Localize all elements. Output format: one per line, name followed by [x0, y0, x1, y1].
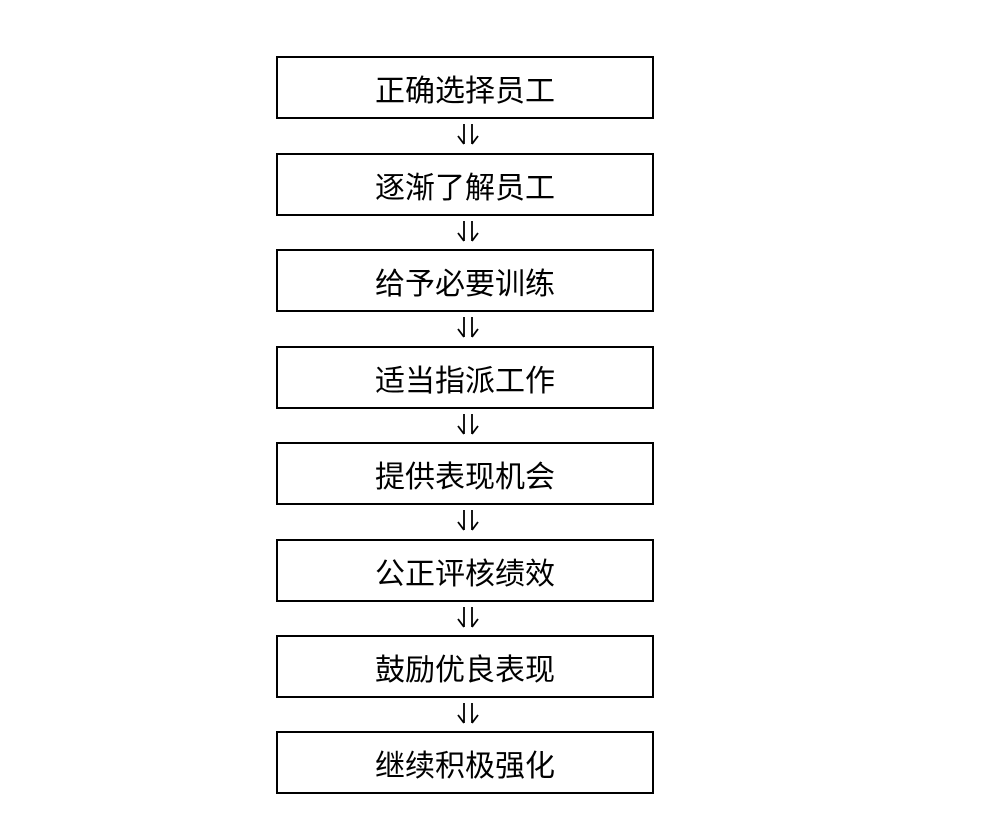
flow-step-box: 适当指派工作	[276, 346, 654, 409]
flow-step-box: 正确选择员工	[276, 56, 654, 119]
flow-step-label: 继续积极强化	[375, 748, 555, 784]
flow-step-box: 公正评核绩效	[276, 539, 654, 602]
double-down-arrow-icon	[457, 510, 479, 531]
double-down-arrow-icon	[457, 703, 479, 724]
flow-step-label: 给予必要训练	[375, 266, 555, 302]
double-down-arrow-icon	[457, 414, 479, 435]
flow-step-box: 给予必要训练	[276, 249, 654, 312]
flow-step-label: 公正评核绩效	[375, 556, 555, 592]
double-down-arrow-icon	[457, 124, 479, 145]
flow-step-label: 适当指派工作	[375, 363, 555, 399]
flow-step-box: 逐渐了解员工	[276, 153, 654, 216]
double-down-arrow-icon	[457, 607, 479, 628]
double-down-arrow-icon	[457, 317, 479, 338]
flow-step-box: 提供表现机会	[276, 442, 654, 505]
flow-step-label: 逐渐了解员工	[375, 170, 555, 206]
flow-step-label: 提供表现机会	[375, 459, 555, 495]
flow-step-box: 继续积极强化	[276, 731, 654, 794]
flow-step-label: 鼓励优良表现	[375, 652, 555, 688]
flow-step-label: 正确选择员工	[375, 73, 555, 109]
double-down-arrow-icon	[457, 221, 479, 242]
flow-step-box: 鼓励优良表现	[276, 635, 654, 698]
